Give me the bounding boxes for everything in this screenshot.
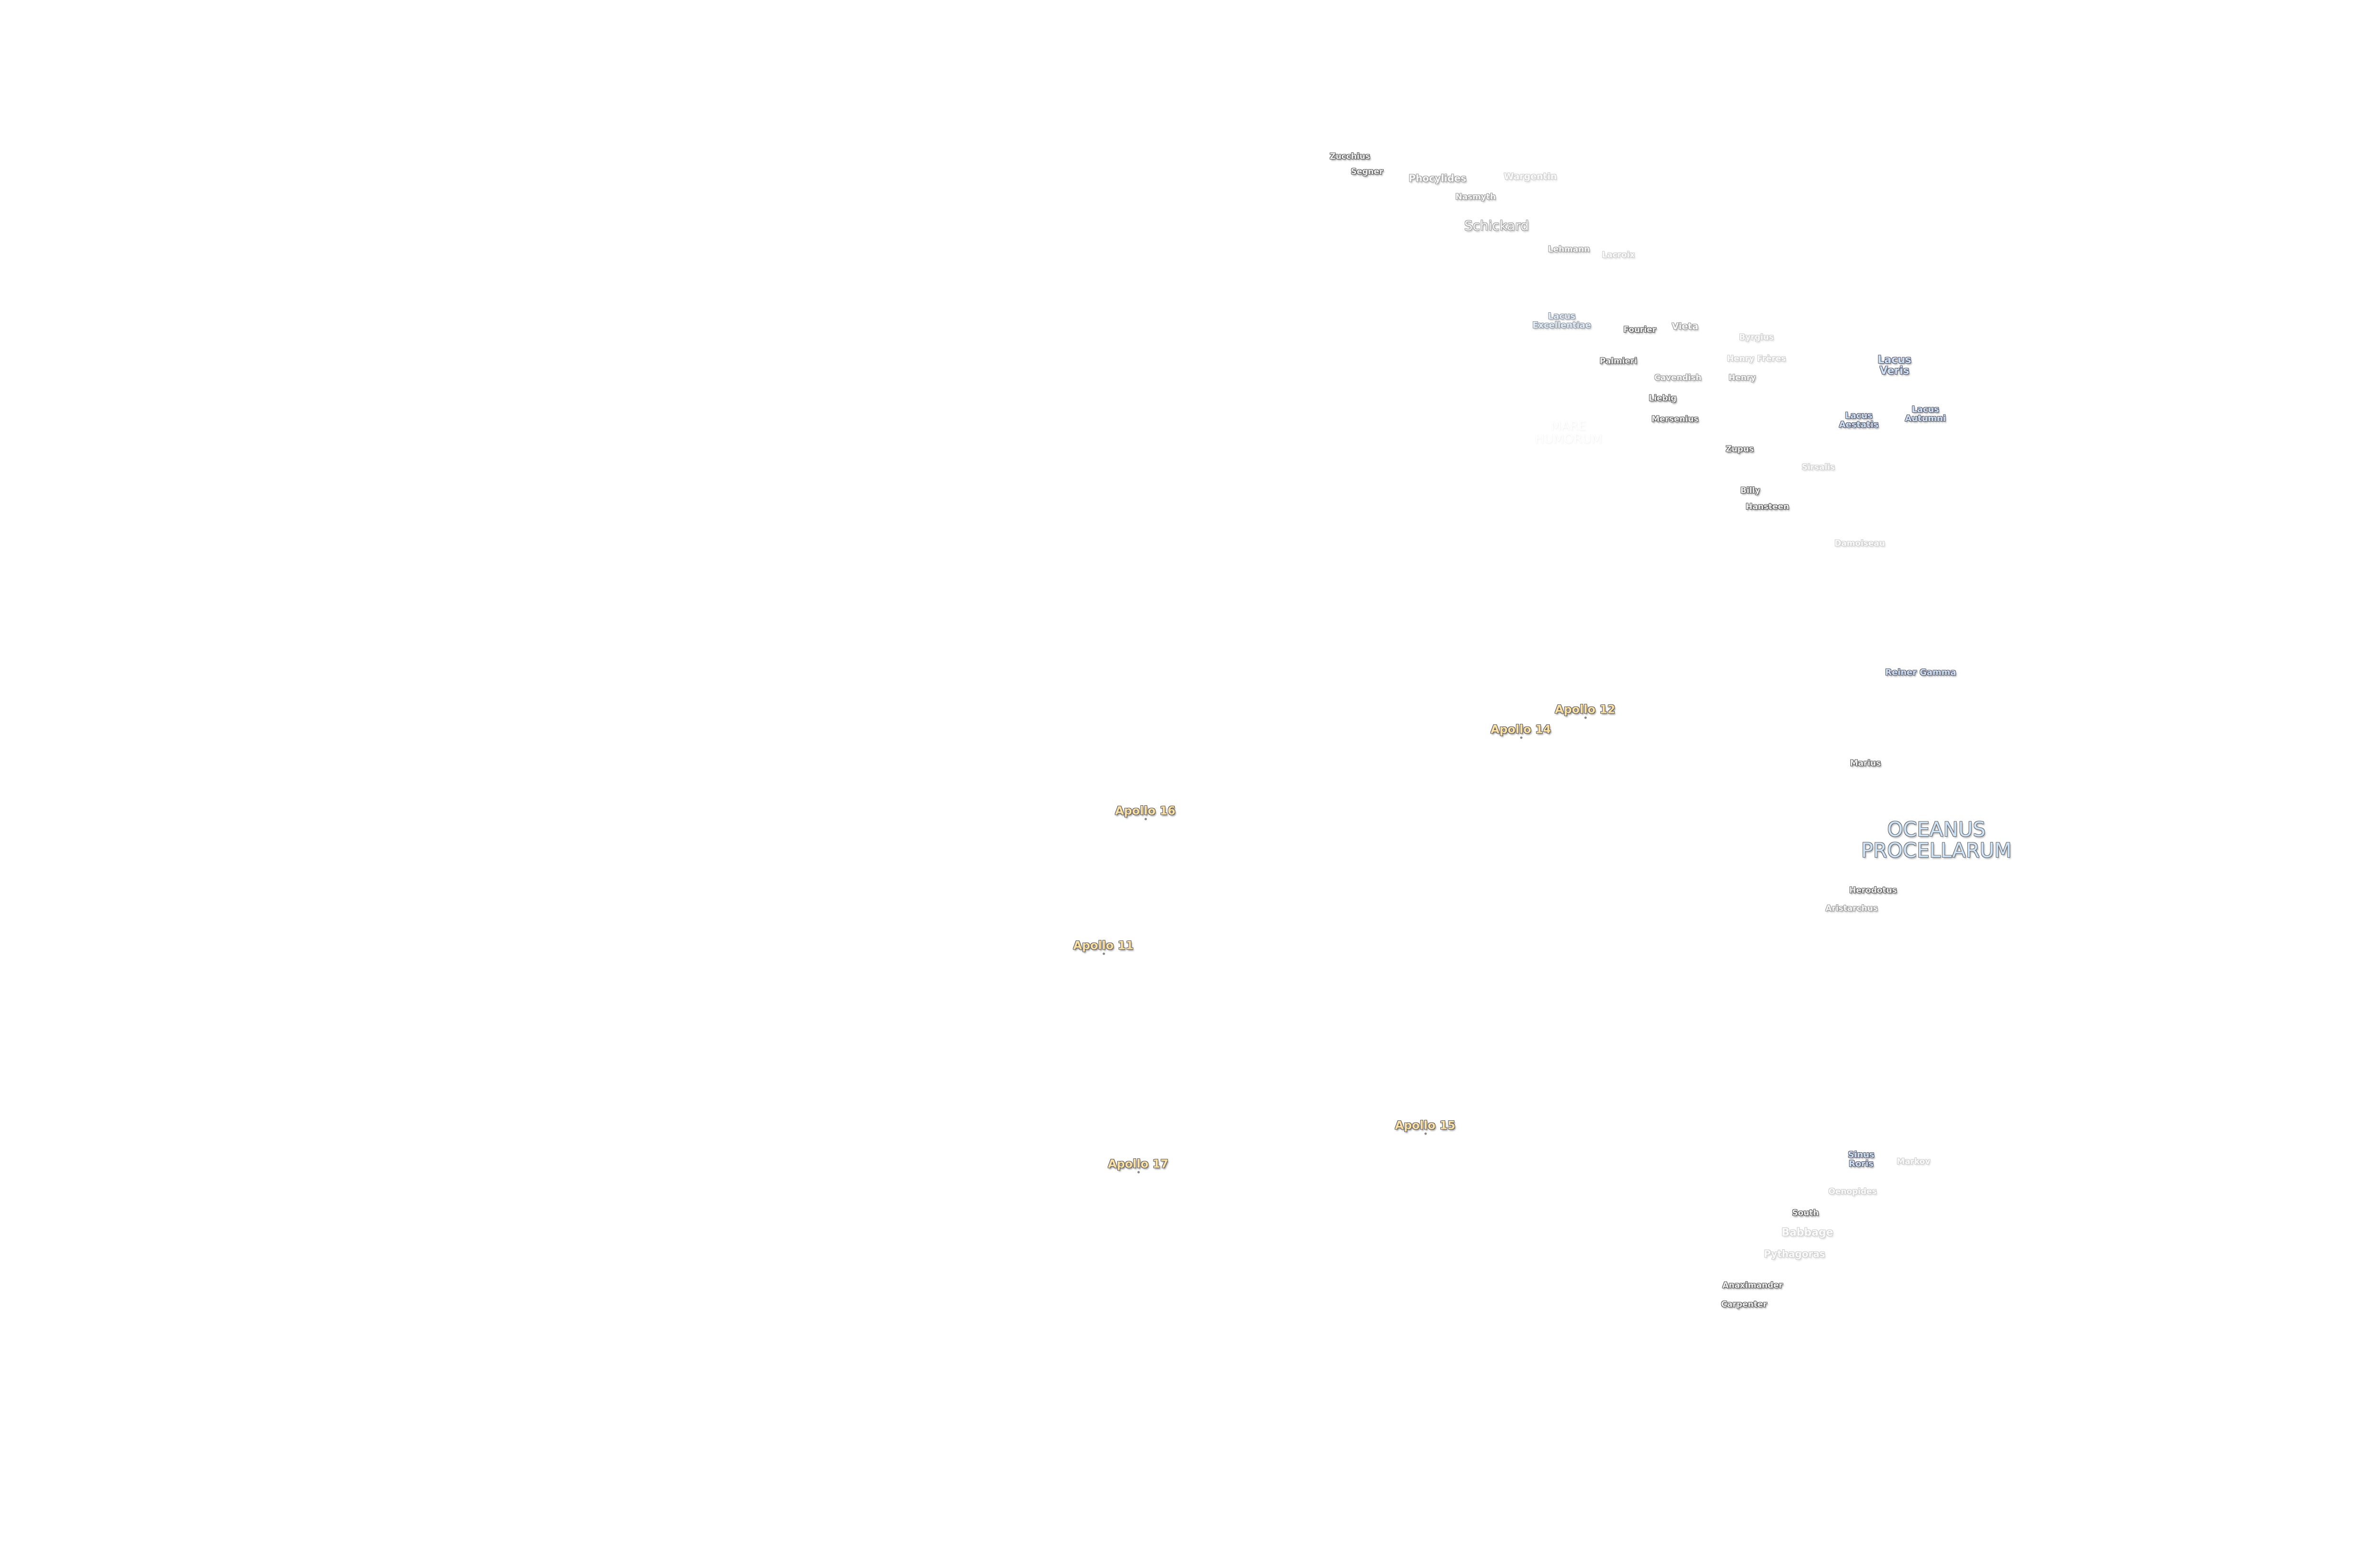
crater-label-wargentin[interactable]: Wargentin [1504, 171, 1557, 182]
crater-label-lacroix[interactable]: Lacroix [1602, 250, 1635, 260]
feature-label-line: HUMORUM [1535, 432, 1602, 446]
landing-site-label-apollo-12[interactable]: Apollo 12 [1555, 702, 1616, 716]
crater-label-palmieri[interactable]: Palmieri [1599, 356, 1637, 366]
feature-label-line: Roris [1848, 1159, 1874, 1169]
feature-label-lacus-veris[interactable]: Lacus Veris [1878, 355, 1912, 376]
landing-site-label-apollo-11[interactable]: Apollo 11 [1073, 939, 1134, 952]
feature-label-line: Sinus [1848, 1150, 1874, 1160]
landing-site-marker-icon[interactable] [1424, 1132, 1427, 1135]
crater-label-hansteen[interactable]: Hansteen [1745, 502, 1789, 512]
crater-label-babbage[interactable]: Babbage [1781, 1226, 1834, 1239]
feature-label-oceanus-procellarum[interactable]: OCEANUS PROCELLARUM [1861, 819, 2012, 861]
feature-label-line: MARE [1550, 419, 1587, 434]
crater-label-sirsalis[interactable]: Sirsalis [1802, 463, 1835, 473]
crater-label-pythagoras[interactable]: Pythagoras [1764, 1248, 1825, 1260]
crater-label-cavendish[interactable]: Cavendish [1654, 373, 1702, 383]
crater-label-marius[interactable]: Marius [1850, 759, 1881, 769]
crater-label-carpenter[interactable]: Carpenter [1721, 1300, 1767, 1310]
feature-label-line: Lacus [1548, 311, 1576, 322]
feature-label-line: Autumni [1905, 414, 1946, 424]
crater-label-vieta[interactable]: Vieta [1672, 321, 1698, 332]
landing-site-marker-icon[interactable] [1520, 736, 1523, 739]
feature-label-line: Veris [1879, 365, 1910, 377]
crater-label-markov[interactable]: Markov [1896, 1157, 1931, 1167]
crater-label-nasmyth[interactable]: Nasmyth [1455, 192, 1496, 202]
crater-label-schickard[interactable]: Schickard [1464, 217, 1529, 234]
feature-label-sinus-roris[interactable]: Sinus Roris [1848, 1150, 1874, 1169]
crater-label-segner[interactable]: Segner [1351, 167, 1383, 177]
feature-label-mare-humorum[interactable]: MARE HUMORUM [1535, 420, 1602, 446]
landing-site-marker-icon[interactable] [1137, 1171, 1140, 1174]
feature-label-line: PROCELLARUM [1861, 839, 2012, 862]
feature-label-lacus-aestatis[interactable]: Lacus Aestatis [1839, 411, 1879, 430]
landing-site-marker-icon[interactable] [1144, 818, 1147, 820]
crater-label-zupus[interactable]: Zupus [1726, 445, 1754, 455]
crater-label-liebig[interactable]: Liebig [1648, 394, 1677, 404]
crater-label-lehmann[interactable]: Lehmann [1548, 245, 1590, 255]
crater-label-herodotus[interactable]: Herodotus [1849, 886, 1897, 896]
crater-label-zucchius[interactable]: Zucchius [1329, 152, 1370, 162]
crater-label-oenopides[interactable]: Oenopides [1828, 1187, 1877, 1197]
crater-label-henry-freres[interactable]: Henry Frères [1727, 354, 1786, 364]
landing-site-label-apollo-14[interactable]: Apollo 14 [1490, 722, 1551, 736]
crater-label-byrgius[interactable]: Byrgius [1739, 333, 1774, 343]
feature-label-line: Excellentiae [1532, 320, 1591, 330]
crater-label-south[interactable]: South [1792, 1208, 1819, 1218]
feature-label-line: Lacus [1912, 405, 1939, 415]
feature-label-line: OCEANUS [1887, 817, 1986, 841]
crater-label-damoiseau[interactable]: Damoiseau [1834, 539, 1885, 549]
crater-label-mersenius[interactable]: Mersenius [1651, 415, 1699, 425]
crater-label-anaximander[interactable]: Anaximander [1722, 1281, 1783, 1291]
feature-label-lacus-excellentiae[interactable]: Lacus Excellentiae [1532, 312, 1591, 330]
landing-site-marker-icon[interactable] [1584, 716, 1587, 719]
feature-label-line: Lacus [1845, 411, 1873, 421]
crater-label-henry[interactable]: Henry [1728, 373, 1756, 383]
feature-label-lacus-autumni[interactable]: Lacus Autumni [1905, 405, 1946, 424]
landing-site-label-apollo-16[interactable]: Apollo 16 [1115, 804, 1176, 818]
crater-label-fourier[interactable]: Fourier [1623, 325, 1656, 335]
feature-label-reiner-gamma[interactable]: Reiner Gamma [1885, 667, 1956, 678]
landing-site-label-apollo-15[interactable]: Apollo 15 [1395, 1118, 1456, 1132]
crater-label-aristarchus[interactable]: Aristarchus [1825, 904, 1878, 914]
feature-label-line: Lacus [1877, 354, 1912, 366]
landing-site-marker-icon[interactable] [1102, 952, 1105, 955]
crater-label-billy[interactable]: Billy [1740, 486, 1760, 496]
landing-site-label-apollo-17[interactable]: Apollo 17 [1108, 1157, 1169, 1171]
feature-label-line: Aestatis [1839, 420, 1879, 430]
crater-label-phocylides[interactable]: Phocylides [1408, 172, 1467, 184]
